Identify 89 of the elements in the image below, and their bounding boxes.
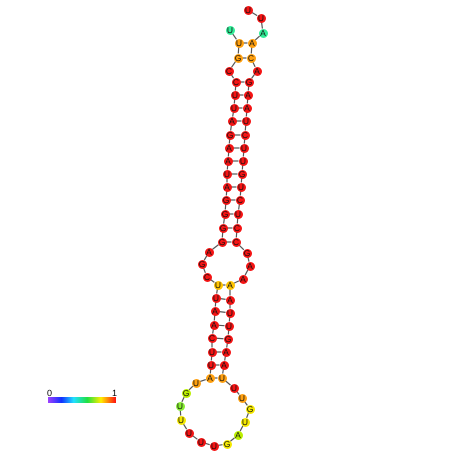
backbone-line — [223, 218, 225, 224]
backbone-line — [230, 437, 235, 442]
nucleotide-circle: U — [230, 384, 238, 392]
nucleotide-circle: A — [242, 104, 252, 112]
nucleotide-circle: G — [218, 224, 228, 232]
backbone-line — [251, 74, 255, 79]
backbone-line — [212, 244, 219, 250]
nucleotide-circle: U — [240, 144, 248, 152]
nucleotide-circle: A — [222, 182, 232, 192]
nucleotide-circle: U — [210, 442, 218, 450]
nucleotide-circle: U — [176, 416, 186, 424]
nucleotide-circle: C — [202, 272, 212, 282]
nucleotide-circle: U — [218, 374, 226, 382]
nucleotide-circle: U — [224, 322, 234, 330]
nucleotide-circle: U — [234, 210, 242, 218]
nucleotide-circle: A — [206, 374, 214, 382]
backbone-line — [230, 125, 232, 131]
nucleotide-circle: A — [222, 348, 230, 356]
nucleotide-circle: A — [210, 320, 218, 330]
nucleotide-circle: U — [230, 104, 238, 112]
nucleotide-circle: G — [244, 78, 254, 86]
nucleotide-circle: G — [222, 440, 232, 448]
base-pair-line — [219, 311, 226, 313]
backbone-line — [200, 378, 206, 382]
nucleotide-circle: G — [238, 170, 246, 178]
nucleotide-circle: U — [196, 438, 206, 446]
nucleotide-circle: A — [248, 38, 256, 48]
nucleotide-circle: A — [244, 90, 252, 100]
nucleotide-circle: G — [182, 388, 190, 398]
nucleotide-circle: A — [238, 274, 248, 284]
backbone-line — [181, 396, 185, 402]
nucleotide-circle: U — [226, 308, 234, 318]
nucleotide-circle: U — [234, 38, 244, 48]
nucleotide-circle: C — [224, 66, 234, 76]
nucleotide-circle: A — [204, 248, 214, 256]
nucleotide-circle: G — [234, 54, 242, 62]
nucleotide-circle: U — [240, 418, 250, 426]
nucleotide-circle: A — [226, 280, 234, 290]
backbone-line — [204, 256, 208, 260]
nucleotide-circle: U — [238, 394, 246, 402]
nucleotide-circle: G — [226, 130, 234, 140]
nucleotide-circle: U — [230, 90, 240, 100]
nucleotide-circle: U — [226, 26, 234, 34]
nucleotide-circle: A — [220, 360, 228, 370]
nucleotide-circle: A — [226, 296, 234, 304]
nucleotide-circle: G — [246, 404, 254, 414]
nucleotide-circle: U — [222, 170, 232, 178]
nucleotide-circle: A — [228, 116, 236, 126]
scale-tick-label: 1 — [112, 388, 118, 398]
nucleotide-circle: G — [218, 238, 226, 246]
nucleotide-circle: G — [220, 210, 230, 218]
nucleotide-circle: U — [236, 182, 246, 192]
nucleotide-circle: C — [208, 334, 216, 342]
nucleotide-circle: C — [246, 54, 256, 62]
nucleotide-circle: C — [240, 130, 250, 140]
nucleotide-circle: U — [214, 280, 222, 290]
nucleotide-circle: G — [242, 248, 252, 258]
backbone-line — [261, 22, 263, 29]
nucleotide-circle: A — [210, 306, 220, 316]
nucleotide-circle: C — [232, 224, 242, 232]
nucleotide-circle: U — [206, 360, 216, 370]
nucleotide-circle: U — [176, 402, 184, 410]
scale-tick-label: 0 — [47, 388, 52, 398]
nucleotide-circle: A — [246, 262, 254, 270]
nucleotide-circle: U — [256, 14, 266, 22]
nucleotide-circle: G — [224, 334, 232, 344]
nucleotide-circle: U — [184, 428, 194, 438]
nucleotide-circle: G — [198, 260, 206, 268]
nucleotide-circle: U — [192, 378, 200, 388]
nucleotide-circle: U — [212, 294, 220, 302]
backbone-line — [238, 204, 240, 210]
backbone-line — [244, 270, 248, 276]
nucleotide-circle: U — [238, 156, 248, 166]
nucleotide-circle: A — [252, 66, 262, 76]
base-pair-line — [220, 298, 226, 300]
nucleotide-circle: C — [236, 196, 244, 204]
nucleotide-circle: C — [232, 238, 240, 246]
nucleotide-circle: A — [258, 28, 268, 38]
backbone-line — [240, 426, 244, 432]
backbone-line — [231, 61, 236, 68]
nucleotide-circle: A — [224, 156, 232, 166]
nucleotide-circle: C — [232, 78, 240, 86]
nucleotide-circle: U — [208, 348, 216, 356]
backbone-line — [234, 280, 240, 284]
nucleotide-circle: U — [242, 116, 250, 126]
nucleotide-circle: A — [224, 144, 234, 152]
nucleotide-circle: U — [244, 6, 252, 14]
nucleotide-circle: A — [234, 430, 242, 440]
nucleotide-circle: G — [222, 196, 230, 204]
